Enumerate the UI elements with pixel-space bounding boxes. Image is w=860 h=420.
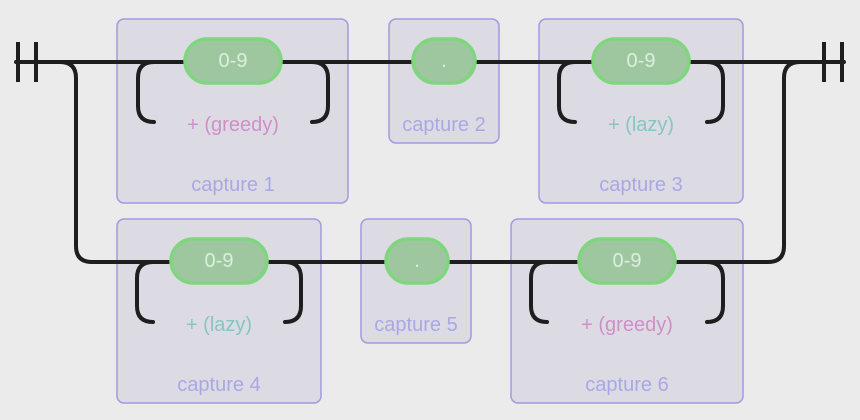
node-capture-6: 0-9 — [577, 237, 677, 285]
capture-label: capture 2 — [402, 114, 485, 136]
node-label: . — [414, 250, 420, 272]
node-label: 0-9 — [219, 50, 248, 72]
quantifier-label: + (greedy) — [581, 314, 673, 336]
capture-label: capture 1 — [191, 174, 274, 196]
node-capture-4: 0-9 — [169, 237, 269, 285]
node-label: 0-9 — [205, 250, 234, 272]
node-capture-2: . — [411, 37, 477, 85]
quantifier-label: + (lazy) — [186, 314, 252, 336]
capture-group-3 — [538, 18, 744, 204]
node-capture-3: 0-9 — [591, 37, 691, 85]
node-label: 0-9 — [627, 50, 656, 72]
capture-group-4 — [116, 218, 322, 404]
node-capture-5: . — [384, 237, 450, 285]
repeat-loops — [135, 60, 725, 324]
quantifier-label: + (lazy) — [608, 114, 674, 136]
capture-label: capture 3 — [599, 174, 682, 196]
node-label: 0-9 — [613, 250, 642, 272]
quantifier-label: + (greedy) — [187, 114, 279, 136]
capture-group-6 — [510, 218, 744, 404]
capture-group-1 — [116, 18, 349, 204]
node-label: . — [441, 50, 447, 72]
node-capture-1: 0-9 — [183, 37, 283, 85]
capture-label: capture 5 — [374, 314, 457, 336]
capture-label: capture 4 — [177, 374, 260, 396]
capture-label: capture 6 — [585, 374, 668, 396]
